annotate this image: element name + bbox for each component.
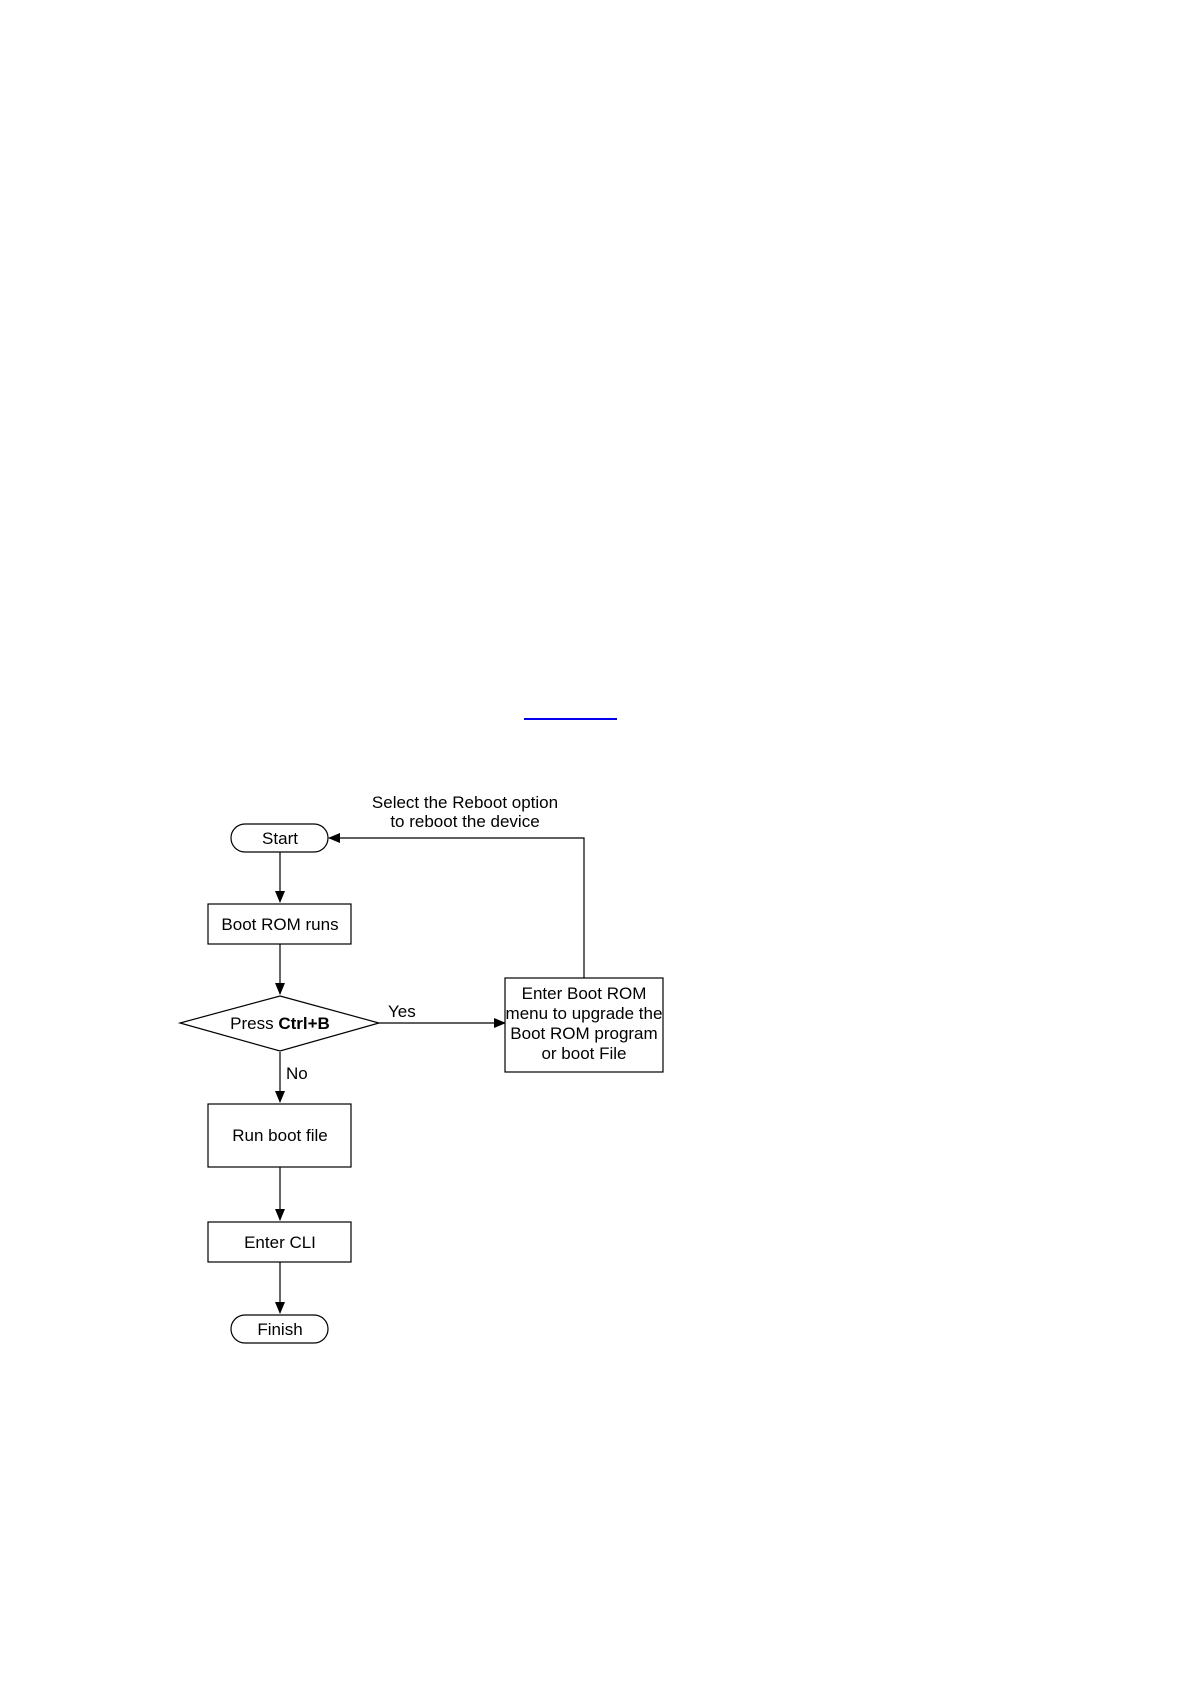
boot-rom-menu-line1: Enter Boot ROM [522, 984, 647, 1003]
run-boot-file-node: Run boot file [208, 1104, 351, 1167]
enter-cli-label: Enter CLI [244, 1233, 316, 1252]
finish-label: Finish [257, 1320, 302, 1339]
boot-rom-runs-label: Boot ROM runs [221, 915, 338, 934]
run-boot-file-label: Run boot file [232, 1126, 327, 1145]
start-node: Start [231, 824, 328, 852]
reboot-note-line2: to reboot the device [390, 812, 539, 831]
start-label: Start [262, 829, 298, 848]
decision-keys: Ctrl+B [278, 1014, 329, 1033]
decision-label: Press Ctrl+B [230, 1014, 330, 1033]
yes-label: Yes [388, 1002, 416, 1021]
decision-prefix: Press [230, 1014, 278, 1033]
no-label: No [286, 1064, 308, 1083]
boot-rom-menu-line3: Boot ROM program [510, 1024, 657, 1043]
boot-rom-menu-line4: or boot File [541, 1044, 626, 1063]
boot-rom-menu-line2: menu to upgrade the [506, 1004, 663, 1023]
boot-rom-menu-node: Enter Boot ROM menu to upgrade the Boot … [505, 978, 663, 1072]
press-ctrl-b-decision: Press Ctrl+B [180, 996, 379, 1051]
boot-rom-runs-node: Boot ROM runs [208, 904, 351, 944]
edge-reboot-loop [329, 838, 584, 978]
finish-node: Finish [231, 1315, 328, 1343]
enter-cli-node: Enter CLI [208, 1222, 351, 1262]
reboot-note-line1: Select the Reboot option [372, 793, 558, 812]
